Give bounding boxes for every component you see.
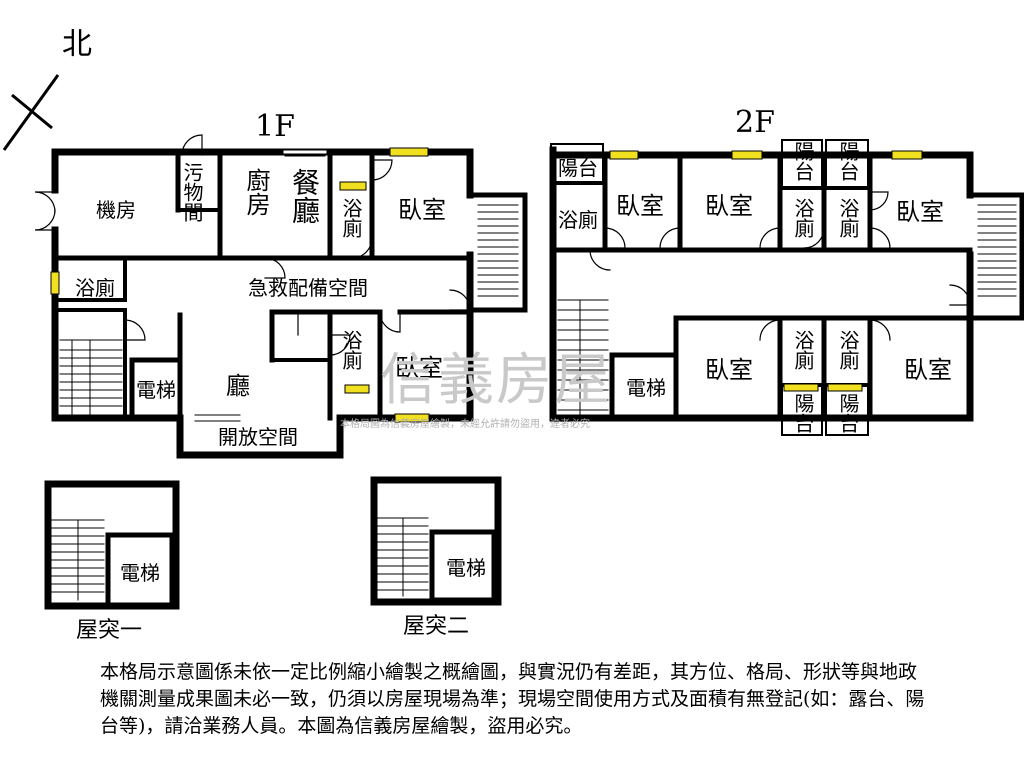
roof2-elevator-box [429,529,497,603]
room-bath-s1: 浴廁 [791,330,815,370]
roof2-walls [370,476,502,606]
roof1-stairs [51,519,105,601]
floor2-walls [549,146,1024,422]
room-bath-n1: 浴廁 [791,198,815,238]
roof1-title: 屋突一 [76,618,143,643]
room-balcony-s2: 陽台 [836,393,860,433]
room-bath-n2: 浴廁 [836,198,860,238]
room-bath-c: 浴廁 [339,330,363,370]
disclaimer-text: 本格局示意圖係未依一定比例縮小繪製之概繪圖，與實況仍有差距，其方位、格局、形狀等… [100,661,925,737]
room-bath-a: 浴廁 [339,198,363,238]
room-bedroom-5: 臥室 [904,356,952,384]
room-living: 廳 [226,372,250,400]
floor2-stairs [557,204,1017,415]
roof2-title: 屋突二 [403,614,470,639]
windows [50,147,923,423]
room-open-space: 開放空間 [218,425,298,449]
room-balcony-n2: 陽台 [836,141,860,181]
room-bedroom-3: 臥室 [896,198,944,226]
roof1-elevator-box [105,532,175,608]
room-elevator-2f: 電梯 [626,376,666,400]
room-machine: 機房 [96,198,136,222]
north-label: 北 [62,27,92,62]
roof2-stairs [377,517,429,597]
floor1-walls [51,148,528,459]
room-elevator-1f: 電梯 [136,378,176,402]
room-bedroom-2: 臥室 [705,192,753,220]
room-balcony-s1: 陽台 [791,393,815,433]
room-bath-w: 浴廁 [558,208,598,232]
floor1-title: 1F [255,109,295,144]
room-waste: 污物間 [180,162,204,222]
floor1-doors [34,134,471,422]
room-dining: 餐廳 [288,168,321,224]
room-balcony-nw: 陽台 [558,156,598,180]
floor2-doors [589,191,971,341]
room-balcony-n1: 陽台 [791,141,815,181]
roof1-elevator: 電梯 [120,561,160,585]
floor1-stairs [59,204,519,415]
room-bedroom-b: 臥室 [395,354,443,382]
watermark-caption: 本格局圖為信義房屋繪製，未經允許請勿盜用，違者必究 [340,419,590,430]
room-bath-b: 浴廁 [75,276,115,300]
north-arrow-icon [2,74,60,151]
room-bedroom-1: 臥室 [616,192,664,220]
floor2-title: 2F [735,105,775,140]
watermark-logo: 信義房屋 [380,348,612,413]
room-bedroom-4: 臥室 [705,356,753,384]
roof1-walls [44,480,180,610]
room-bath-s2: 浴廁 [836,330,860,370]
roof2-elevator: 電梯 [446,556,486,580]
room-first-aid: 急救配備空間 [248,276,368,300]
room-bedroom-a: 臥室 [398,196,446,224]
room-kitchen: 廚房 [242,168,270,216]
